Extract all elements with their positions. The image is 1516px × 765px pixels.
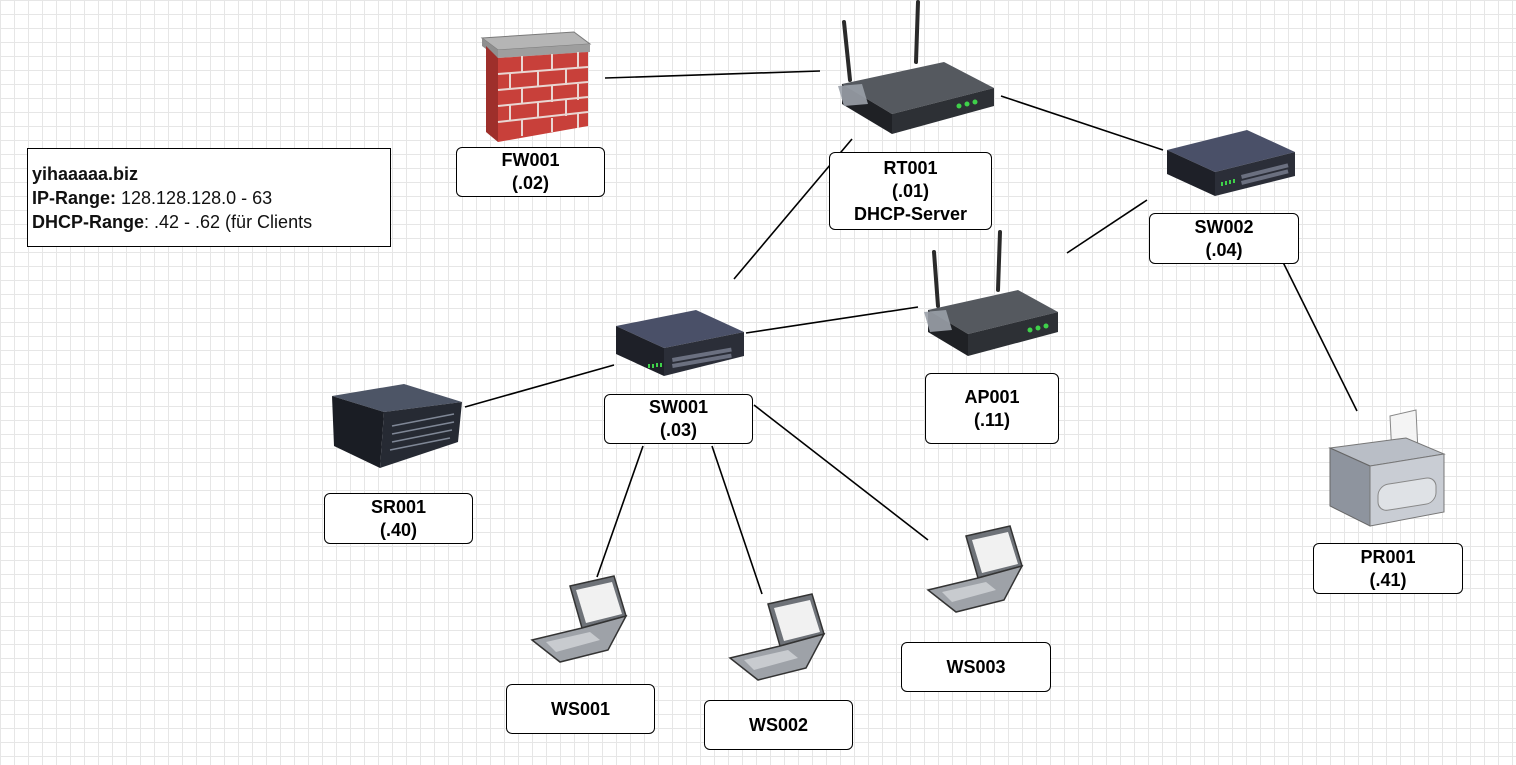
- network-info-box: yihaaaaa.biz IP-Range: 128.128.128.0 - 6…: [27, 148, 391, 247]
- access-point-icon: [924, 230, 1058, 356]
- server-icon: [332, 384, 462, 468]
- link-sw001-ws003: [753, 404, 929, 541]
- dhcp-range-value: : .42 - .62 (für Clients: [144, 212, 313, 232]
- link-sw002-ap001: [1066, 199, 1148, 254]
- sw001-name: SW001: [648, 397, 709, 417]
- link-ap001-sw001: [745, 306, 919, 334]
- link-sw001-ws001: [596, 445, 644, 578]
- laptop-icon: [728, 593, 826, 681]
- sw001-ip: (.03): [659, 420, 697, 440]
- node-label-fw001: FW001 (.02): [456, 147, 605, 197]
- node-label-pr001: PR001 (.41): [1313, 543, 1463, 594]
- ip-range-value: 128.128.128.0 - 63: [116, 188, 273, 208]
- fw001-name: FW001: [501, 150, 560, 170]
- ws001-name: WS001: [550, 698, 611, 719]
- sr001-name: SR001: [370, 496, 427, 517]
- laptop-icon: [926, 525, 1024, 613]
- printer-icon: [1328, 409, 1446, 527]
- domain-name: yihaaaaa.biz: [32, 164, 139, 184]
- pr001-ip: (.41): [1369, 569, 1407, 590]
- rt001-role: DHCP-Server: [853, 203, 968, 224]
- switch-icon: [616, 310, 744, 376]
- node-label-sw002: SW002 (.04): [1149, 213, 1299, 264]
- laptop-icon: [530, 575, 628, 663]
- sr001-ip: (.40): [379, 519, 417, 540]
- link-rt001-sw002: [1000, 95, 1164, 151]
- pr001-name: PR001: [1360, 546, 1416, 567]
- ap001-name: AP001: [964, 386, 1020, 407]
- node-label-ap001: AP001 (.11): [925, 373, 1059, 444]
- link-fw001-rt001: [604, 70, 821, 79]
- ws002-name: WS002: [748, 714, 809, 735]
- rt001-name: RT001: [883, 157, 938, 178]
- dhcp-range-label: DHCP-Range: [32, 212, 145, 232]
- fw001-ip: (.02): [511, 173, 549, 193]
- router-icon: [838, 0, 994, 134]
- node-label-sr001: SR001 (.40): [324, 493, 473, 544]
- firewall-icon: [480, 31, 592, 142]
- node-label-ws003: WS003: [901, 642, 1051, 692]
- rt001-ip: (.01): [891, 180, 929, 201]
- switch-icon: [1167, 130, 1295, 196]
- ws003-name: WS003: [946, 656, 1006, 677]
- node-label-ws001: WS001: [506, 684, 655, 734]
- sw002-name: SW002: [1194, 216, 1254, 237]
- link-sw001-ws002: [711, 445, 763, 595]
- node-label-ws002: WS002: [704, 700, 853, 750]
- sw002-ip: (.04): [1205, 239, 1243, 260]
- ip-range-label: IP-Range:: [32, 188, 117, 208]
- link-sw001-sr001: [464, 364, 615, 408]
- ap001-ip: (.11): [973, 409, 1011, 430]
- node-label-sw001: SW001 (.03): [604, 394, 753, 444]
- node-label-rt001: RT001 (.01) DHCP-Server: [829, 152, 992, 230]
